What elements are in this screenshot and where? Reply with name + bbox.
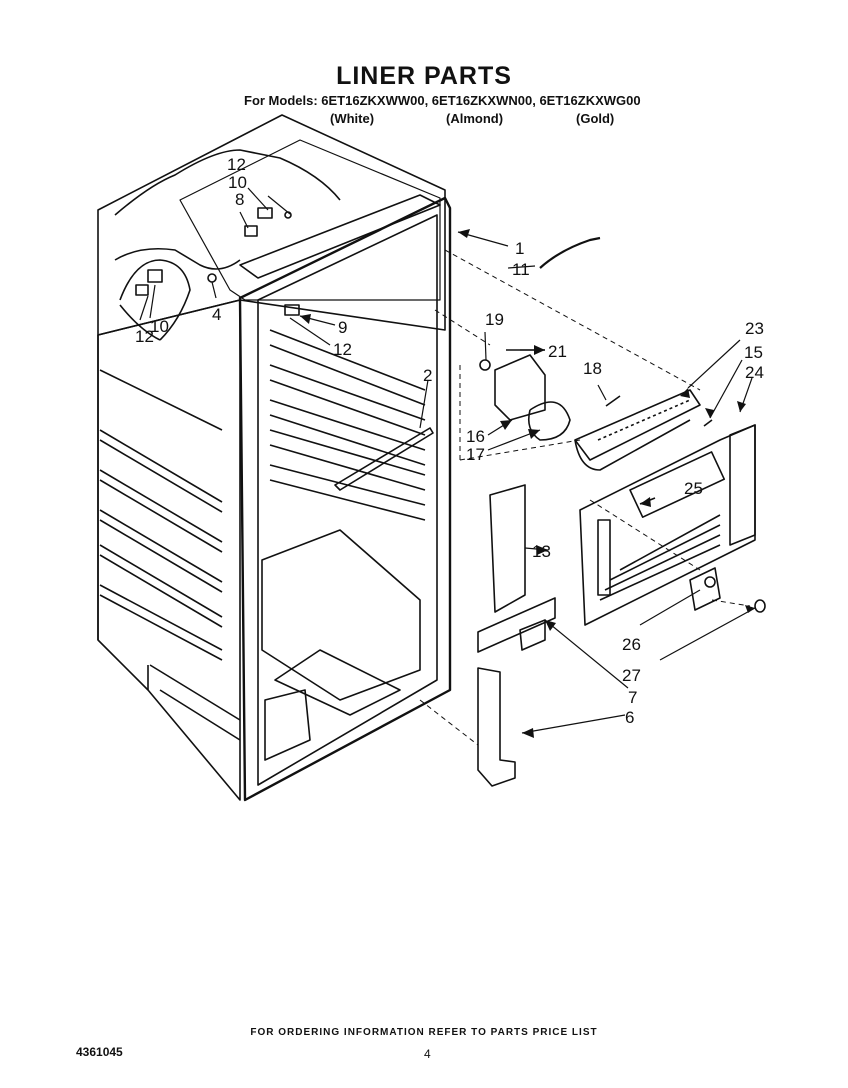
callout-label: 1 — [515, 239, 524, 258]
callout-label: 21 — [548, 342, 567, 361]
callout-label: 8 — [235, 190, 244, 209]
callout-label: 10 — [228, 173, 247, 192]
ordering-note: FOR ORDERING INFORMATION REFER TO PARTS … — [250, 1027, 598, 1038]
page-title: LINER PARTS — [336, 62, 512, 90]
callout-label: 27 — [622, 666, 641, 685]
fan-motor-assembly — [479, 349, 571, 441]
callout-label: 24 — [745, 363, 764, 382]
screw — [703, 419, 713, 427]
callout-label: 10 — [150, 317, 169, 336]
callout-label: 18 — [583, 359, 602, 378]
callout-label: 12 — [227, 155, 246, 174]
callout-label: 9 — [338, 318, 347, 337]
callout-label: 4 — [212, 305, 221, 324]
page-number: 4 — [424, 1047, 431, 1061]
color-label-white: (White) — [330, 111, 375, 126]
evaporator-cover-panel — [579, 424, 756, 626]
callout-label: 16 — [466, 427, 485, 446]
control-cover — [477, 667, 516, 787]
baffle — [477, 597, 556, 653]
color-label-gold: (Gold) — [576, 111, 615, 126]
callout-label: 7 — [628, 688, 637, 707]
callout-label: 26 — [622, 635, 641, 654]
callout-numbers: 1 2 4 6 7 8 9 10 10 11 12 12 12 13 15 16… — [135, 155, 764, 727]
air-duct-bracket — [574, 389, 701, 471]
callout-label: 23 — [745, 319, 764, 338]
mounting-plate — [689, 567, 721, 611]
callout-label: 25 — [684, 479, 703, 498]
callout-label: 12 — [135, 327, 154, 346]
hinge-hardware — [135, 207, 300, 316]
callout-label: 19 — [485, 310, 504, 329]
air-duct — [489, 484, 526, 613]
document-number: 4361045 — [76, 1045, 123, 1059]
callout-label: 11 — [512, 260, 530, 279]
wire-harness — [539, 236, 601, 269]
callout-label: 2 — [423, 366, 432, 385]
callout-label: 6 — [625, 708, 634, 727]
models-line: For Models: 6ET16ZKXWW00, 6ET16ZKXWN00, … — [244, 93, 641, 108]
screw — [605, 395, 621, 407]
callout-label: 17 — [466, 445, 485, 464]
plug — [754, 599, 766, 613]
cabinet-shell — [97, 114, 446, 801]
thermostat-bracket — [334, 427, 434, 491]
callout-label: 15 — [744, 343, 763, 362]
color-label-almond: (Almond) — [446, 111, 504, 126]
callout-label: 13 — [532, 542, 551, 561]
callout-label: 12 — [333, 340, 352, 359]
